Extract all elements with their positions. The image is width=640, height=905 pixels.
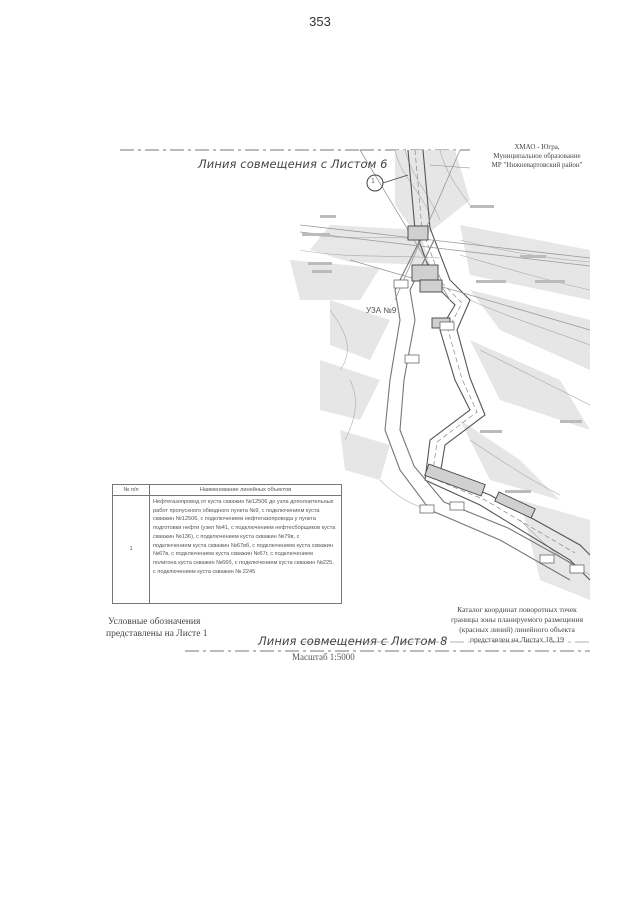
catalog-note: Каталог координат поворотных точек грани… (432, 605, 602, 645)
uza-label: УЗА №9 (366, 306, 397, 315)
legend-note-line2: представлены на Листе 1 (106, 629, 208, 639)
legend-note-line1: Условные обозначения (108, 617, 201, 627)
marker-circle (366, 174, 384, 192)
road-lines (299, 149, 591, 331)
table-header-number: № п/п (112, 484, 150, 496)
scale-label: Масштаб 1:5000 (292, 652, 355, 662)
picket-markers (393, 279, 585, 574)
small-annotations (302, 205, 582, 493)
table-cell-name: Нефтегазопровод от куста скважин №12506 … (149, 495, 342, 604)
catalog-note-line2: границы зоны планируемого размещения (450, 615, 584, 624)
pipeline-centerline (414, 149, 576, 554)
region-label: ХМАО - Югра, Муниципальное образование М… (472, 143, 602, 170)
table-header-name: Наименование линейных объектов (149, 484, 342, 496)
region-label-line3: МР "Нижневартовский район" (491, 161, 583, 169)
circle-marker-number: 1 (371, 178, 375, 185)
table-row: 1 Нефтегазопровод от куста скважин №1250… (112, 495, 342, 604)
linear-objects-table: № п/п Наименование линейных объектов 1 Н… (112, 484, 342, 604)
region-label-line1: ХМАО - Югра, (514, 143, 560, 151)
table-cell-number: 1 (112, 495, 150, 604)
region-label-line2: Муниципальное образование (493, 152, 581, 160)
join-line-top-caption: Линия совмещения с Листом 6 (198, 157, 388, 171)
page-number: 353 (309, 14, 331, 29)
legend-note: Условные обозначения представлены на Лис… (106, 616, 208, 640)
catalog-note-line4: представлен на Листах 18, 19 (470, 635, 564, 644)
join-line-bottom-caption: Линия совмещения с Листом 8 (258, 634, 448, 648)
catalog-note-line1: Каталог координат поворотных точек (457, 605, 577, 614)
catalog-note-line3: (красных линий) линейного объекта (459, 625, 575, 634)
